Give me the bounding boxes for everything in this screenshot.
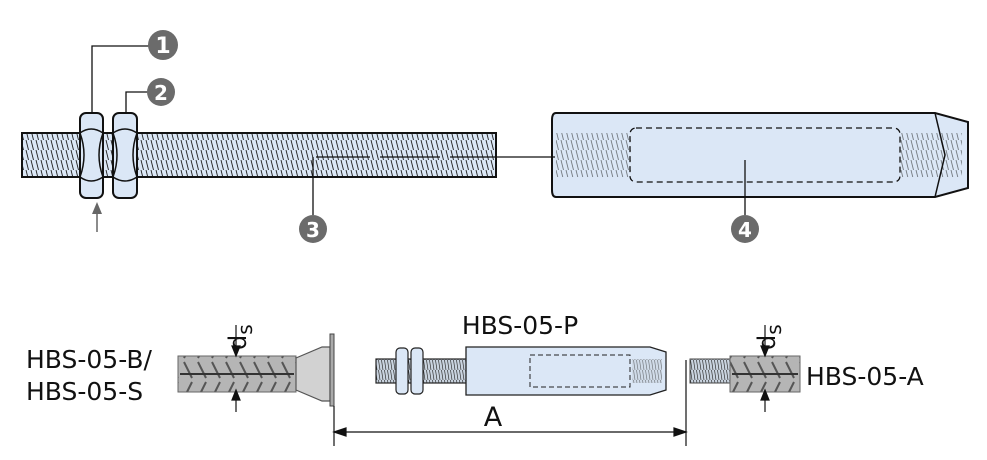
bottom-threaded-rod (375, 347, 469, 395)
arrow-up-icon (92, 202, 102, 232)
left-product-label-2: HBS-05-S (26, 377, 143, 406)
bottom-coupling-sleeve (465, 346, 667, 396)
callout-4: 4 (731, 215, 759, 243)
center-product-label: HBS-05-P (462, 311, 578, 340)
right-product-label: HBS-05-A (806, 362, 924, 391)
leader-lines (91, 45, 746, 215)
diameter-label-left: ds (224, 324, 257, 350)
rebar-right (689, 355, 801, 393)
callout-2: 2 (147, 78, 175, 106)
svg-text:3: 3 (306, 218, 320, 242)
coupling-sleeve (551, 112, 969, 198)
hex-nut-2 (112, 112, 138, 199)
svg-text:4: 4 (738, 218, 752, 242)
rebar-left (177, 333, 335, 407)
dimension-a-label: A (484, 402, 503, 433)
svg-text:ds: ds (753, 324, 786, 350)
diameter-label-right: ds (753, 324, 786, 350)
callout-3: 3 (299, 215, 327, 243)
left-product-label-1: HBS-05-B/ (26, 345, 152, 374)
svg-text:ds: ds (224, 324, 257, 350)
svg-text:2: 2 (154, 81, 168, 105)
hex-nut-1 (79, 112, 104, 199)
callout-1: 1 (148, 30, 178, 60)
dimension-lines (231, 325, 770, 446)
svg-text:1: 1 (155, 34, 170, 59)
